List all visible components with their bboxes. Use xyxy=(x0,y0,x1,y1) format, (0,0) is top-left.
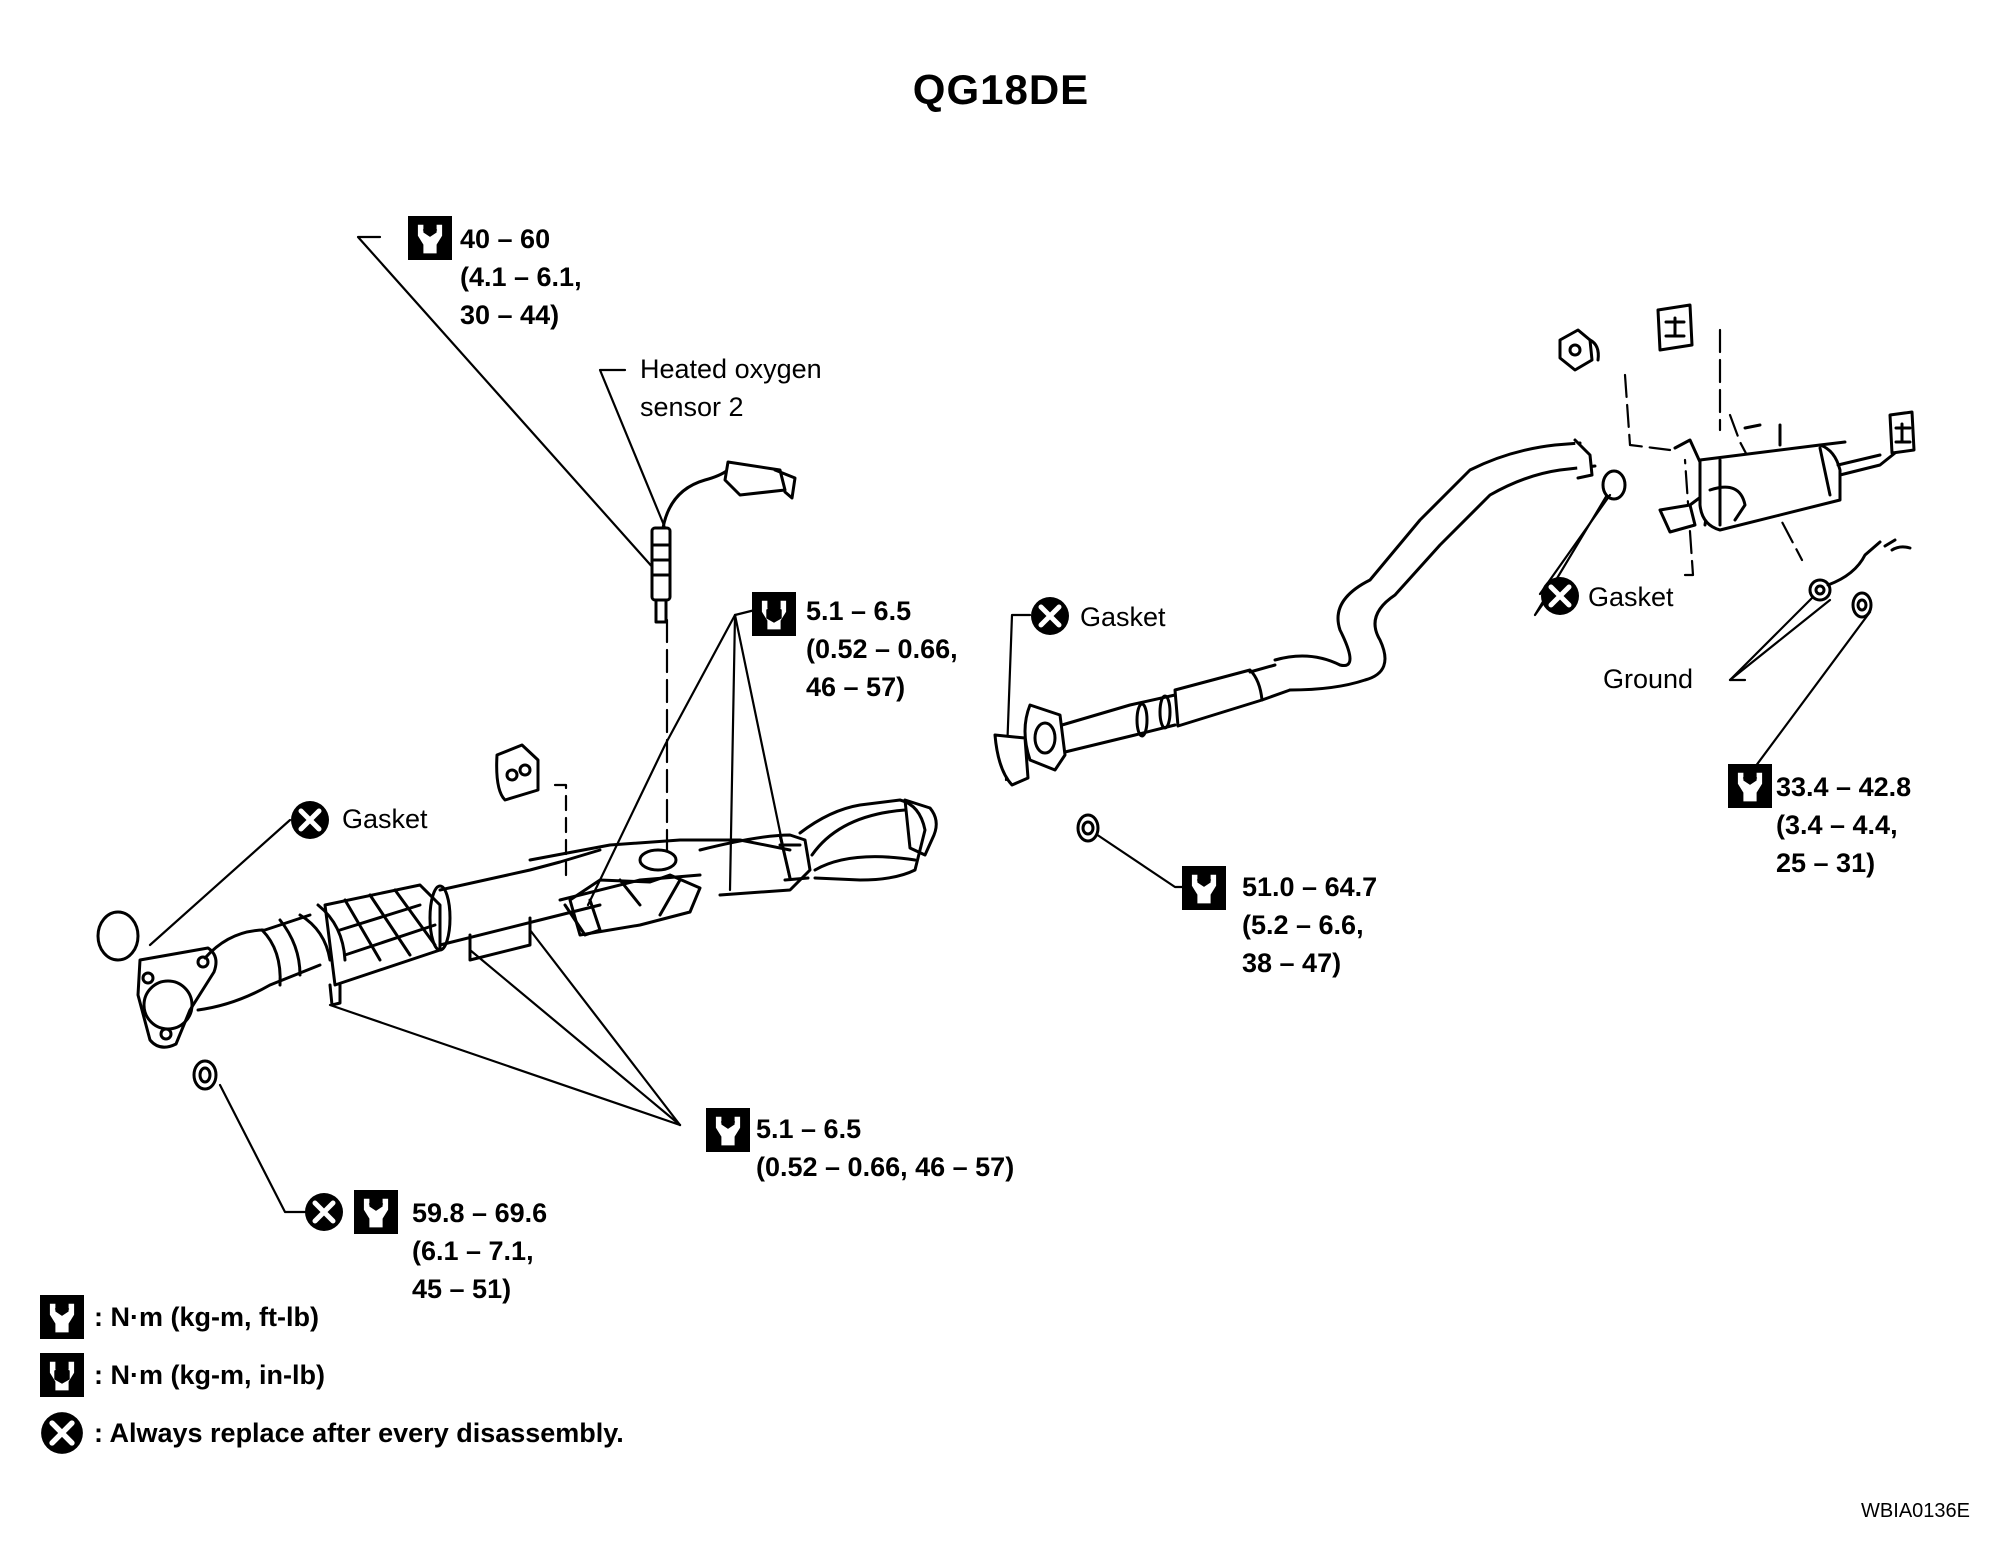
torque-wrench-ftlb-icon xyxy=(40,1295,84,1339)
leader-lines-front xyxy=(148,235,1872,1214)
bracket-torque-top-line1: 5.1 – 6.5 xyxy=(806,596,912,626)
legend-row-replace: : Always replace after every disassembly… xyxy=(40,1410,624,1456)
center-gasket-label: Gasket xyxy=(1080,602,1166,632)
heated-oxygen-sensor xyxy=(650,460,797,624)
leader-lines-rear xyxy=(1538,493,1814,682)
front-hanger-insulator xyxy=(495,743,540,802)
replace-x-icon xyxy=(1030,596,1070,636)
front-nut-torque-line2: (6.1 – 7.1, xyxy=(412,1236,534,1266)
sensor-torque-label-line3: 30 – 44) xyxy=(460,300,560,330)
front-tube-assembly xyxy=(136,798,938,1049)
front-nut-torque-line3: 45 – 51) xyxy=(412,1274,512,1304)
torque-wrench-ftlb-icon xyxy=(354,1190,398,1234)
legend-row-inlb: : N·m (kg-m, in-lb) xyxy=(40,1352,325,1398)
center-gasket xyxy=(993,733,1030,787)
front-gasket-label: Gasket xyxy=(342,804,428,834)
bracket-torque-top-line2: (0.52 – 0.66, xyxy=(806,634,958,664)
legend-text-replace: : Always replace after every disassembly… xyxy=(94,1417,624,1448)
center-nut-torque-line2: (5.2 – 6.6, xyxy=(1242,910,1364,940)
rear-gasket xyxy=(1601,469,1627,501)
legend-text-ftlb: : N·m (kg-m, ft-lb) xyxy=(94,1301,319,1332)
replace-x-icon xyxy=(1540,576,1580,616)
torque-wrench-inlb-icon xyxy=(752,592,796,636)
bracket-torque-top-line3: 46 – 57) xyxy=(806,672,906,702)
legend-row-ftlb: : N·m (kg-m, ft-lb) xyxy=(40,1294,319,1340)
rear-gasket-label: Gasket xyxy=(1588,582,1674,612)
torque-wrench-ftlb-icon xyxy=(706,1108,750,1152)
center-nut-torque-line1: 51.0 – 64.7 xyxy=(1242,872,1378,902)
replace-x-icon xyxy=(304,1192,344,1232)
figure-code: WBIA0136E xyxy=(1861,1500,1970,1522)
torque-wrench-ftlb-icon xyxy=(408,216,452,260)
sensor-torque-label-line1: 40 – 60 xyxy=(460,224,551,254)
sensor-name-line1: Heated oxygen xyxy=(640,354,822,384)
front-nut-torque-line1: 59.8 – 69.6 xyxy=(412,1198,548,1228)
sensor-name-line2: sensor 2 xyxy=(640,392,744,422)
torque-wrench-ftlb-icon xyxy=(1728,764,1772,808)
page-title: QG18DE xyxy=(912,66,1090,113)
ground-strap xyxy=(1808,538,1912,602)
torque-wrench-inlb-icon xyxy=(40,1353,84,1397)
ground-torque-line3: 25 – 31) xyxy=(1776,848,1876,878)
ground-torque-line2: (3.4 – 4.4, xyxy=(1776,810,1898,840)
ground-nut xyxy=(1851,591,1873,619)
ground-torque-line1: 33.4 – 42.8 xyxy=(1776,772,1912,802)
replace-x-icon xyxy=(290,800,330,840)
rear-hangers xyxy=(1558,303,1916,455)
ground-label: Ground xyxy=(1603,664,1694,694)
main-muffler xyxy=(1658,423,1907,534)
torque-wrench-ftlb-icon xyxy=(1182,866,1226,910)
replace-x-icon xyxy=(40,1411,84,1455)
center-nut-torque-line3: 38 – 47) xyxy=(1242,948,1342,978)
front-gasket xyxy=(96,910,140,962)
center-nut xyxy=(1076,813,1100,843)
legend-text-inlb: : N·m (kg-m, in-lb) xyxy=(94,1359,325,1390)
front-nut xyxy=(192,1059,218,1091)
sensor-torque-label-line2: (4.1 – 6.1, xyxy=(460,262,582,292)
bracket-torque-bottom-line2: (0.52 – 0.66, 46 – 57) xyxy=(756,1152,1015,1182)
bracket-torque-bottom-line1: 5.1 – 6.5 xyxy=(756,1114,862,1144)
center-tube xyxy=(1023,438,1597,772)
